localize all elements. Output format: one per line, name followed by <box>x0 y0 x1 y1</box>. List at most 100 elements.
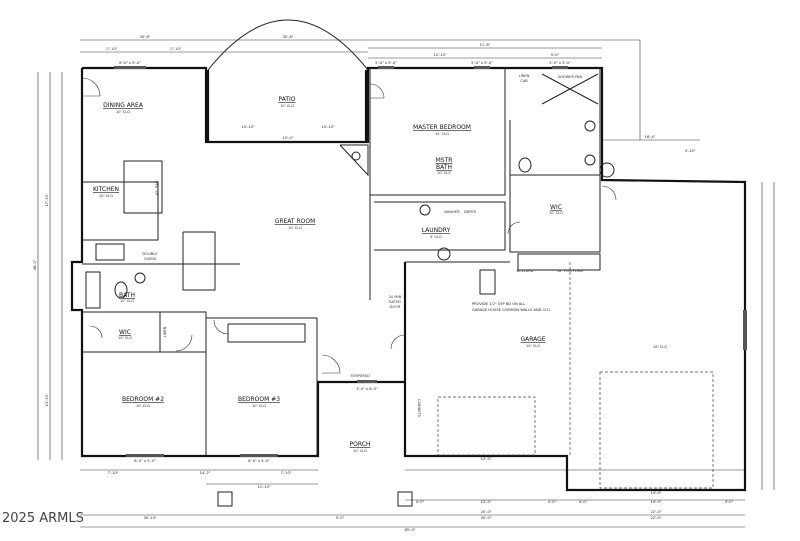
fixture-labels: DOUBLE OVENS LINEN CAB SHOWER PAN WASHER… <box>143 74 584 418</box>
master-bath-label-2: BATH <box>436 164 452 171</box>
dimension-label: 35'-10" <box>143 516 156 520</box>
dimension-label: 12'-0" <box>481 457 492 461</box>
dimension-label: 4'-0" <box>548 500 557 504</box>
dimension-labels: 35'-8" 35'-8" 11'-8" 7'-10" 7'-10" 12'-1… <box>33 35 734 532</box>
dimension-label: 12'-0" <box>481 500 492 504</box>
watermark: 2025 ARMLS <box>2 511 84 526</box>
kitchen-ceiling: 10' CLG <box>99 194 113 198</box>
rated-door-label-2: RATED <box>389 300 401 304</box>
window-label: 5'-0" x 5'-0" <box>375 61 397 65</box>
dimension-label: 13'-10" <box>45 393 49 406</box>
window-label: 6'-0" x 5'-0" <box>119 61 141 65</box>
windows <box>114 66 747 457</box>
dimension-label: 4'-0" <box>579 500 588 504</box>
dining-ceiling: 10' CLG <box>116 110 130 114</box>
laundry-label: LAUNDRY <box>422 227 451 234</box>
dimension-label: 15'-10" <box>241 125 254 129</box>
double-ovens-label-2: OVENS <box>144 257 157 261</box>
dimension-label: 22'-0" <box>651 510 662 514</box>
patio-label: PATIO <box>278 96 295 103</box>
dimension-label: 5'-0" <box>336 516 345 520</box>
porch-ceiling: 10' CLG <box>353 449 367 453</box>
toilet-icon <box>518 157 532 173</box>
dimension-label: 48'-0" <box>33 259 37 270</box>
great-room-ceiling: 10' CLG <box>288 226 302 230</box>
kitchen-label: KITCHEN <box>93 186 119 193</box>
laundry-ceiling: 5' CLG <box>430 235 442 239</box>
dimension-label: 3'-10" <box>685 149 696 153</box>
bar-label: 42" BAR <box>155 180 159 195</box>
sink-icon <box>584 154 596 166</box>
exterior-walls <box>70 66 747 492</box>
sink-icon <box>134 272 146 284</box>
dimension-label: 15'-10" <box>321 125 334 129</box>
room-labels: DINING AREA 10' CLG PATIO 10' CLG KITCHE… <box>93 96 667 453</box>
interior-walls <box>82 68 601 455</box>
fireplace-icon <box>351 151 361 161</box>
rated-door-label-3: DOOR <box>390 305 401 309</box>
bath-ceiling: 10' CLG <box>120 299 134 303</box>
patio-ceiling: 10' CLG <box>280 104 294 108</box>
window-label: 5'-0" x 5'-0" <box>471 61 493 65</box>
wic-label: WIC <box>119 329 131 336</box>
rated-door-label: 20 MIN <box>389 295 402 299</box>
window-label: 6'-0" x 5'-0" <box>134 459 156 463</box>
bedroom-3-ceiling: 10' CLG <box>252 404 266 408</box>
porch-label: PORCH <box>350 441 371 448</box>
dining-area-label: DINING AREA <box>103 102 144 109</box>
dimension-label: 30'-0" <box>481 516 492 520</box>
master-bedroom-label: MASTER BEDROOM <box>413 124 471 131</box>
dimension-label: 22'-0" <box>651 516 662 520</box>
bedroom-2-label: BEDROOM #2 <box>122 396 164 403</box>
dimension-label: 11'-10" <box>257 485 270 489</box>
tempered-label: TEMPERED <box>349 374 370 378</box>
great-room-label: GREAT ROOM <box>275 218 316 225</box>
master-bedroom-ceiling: 10' CLG <box>435 132 449 136</box>
garage-label: GARAGE <box>520 336 545 343</box>
dimension-label: 7'-10" <box>171 47 182 51</box>
platform-label: 18" PLATFORM <box>557 269 584 273</box>
dimension-label: 15'-0" <box>283 136 294 140</box>
dimension-label: 7'-10" <box>107 47 118 51</box>
bollard-label: BOLLARD <box>516 269 533 273</box>
dimension-label: 20'-0" <box>481 510 492 514</box>
dimension-label: 35'-8" <box>283 35 294 39</box>
sink-icon <box>419 204 431 216</box>
dimension-label: 7'-10" <box>281 471 292 475</box>
dimension-label: 14'-0" <box>651 491 662 495</box>
double-ovens-label: DOUBLE <box>143 252 159 256</box>
patio-arc <box>207 19 369 71</box>
dimension-label: 7'-10" <box>108 471 119 475</box>
window-label: 6'-0" x 5'-0" <box>248 459 270 463</box>
master-bath-label: MSTR <box>436 157 453 164</box>
dimension-label: 11'-8" <box>480 43 491 47</box>
bedroom-3-label: BEDROOM #3 <box>238 396 280 403</box>
cabinets-label: CABINETS <box>417 399 421 418</box>
gyp-note-2: GARAGE HOUSE COMMON WALLS AND CLG <box>472 308 550 312</box>
washer-label: WASHER <box>444 210 460 214</box>
porch-column <box>397 491 413 507</box>
porch-column <box>217 491 233 507</box>
water-heater-icon <box>599 162 615 178</box>
linen-cab-label-2: CAB <box>520 79 528 83</box>
dimension-label: 4'-0" <box>725 500 734 504</box>
dimension-label: 14'-0" <box>651 500 662 504</box>
dimension-label: 16'-4" <box>645 135 656 139</box>
shower-icon <box>541 73 599 105</box>
garage-ceiling: 10' CLG <box>526 344 540 348</box>
window-labels: 6'-0" x 5'-0" 5'-0" x 5'-0" 5'-0" x 5'-0… <box>119 61 571 463</box>
dimension-label: 5'-0" <box>551 53 560 57</box>
master-wic-ceiling: 10' CLG <box>549 211 563 215</box>
linen-closet-label: LINEN <box>163 326 167 337</box>
dryer-label: DRYER <box>464 210 476 214</box>
cooktop-icon <box>95 243 125 261</box>
toilet-icon <box>114 281 128 299</box>
dimension-lines <box>37 39 775 528</box>
dimension-label: 12'-10" <box>433 53 446 57</box>
shower-label: SHOWER PAN <box>558 75 583 79</box>
window-label: 3'-0" x 8'-0" <box>356 387 378 391</box>
garage-bay-ceiling: 18' CLG <box>653 345 667 349</box>
master-wic-label: WIC <box>550 204 562 211</box>
dimension-label: 35'-8" <box>140 35 151 39</box>
window-label: 5'-0" x 5'-0" <box>549 61 571 65</box>
